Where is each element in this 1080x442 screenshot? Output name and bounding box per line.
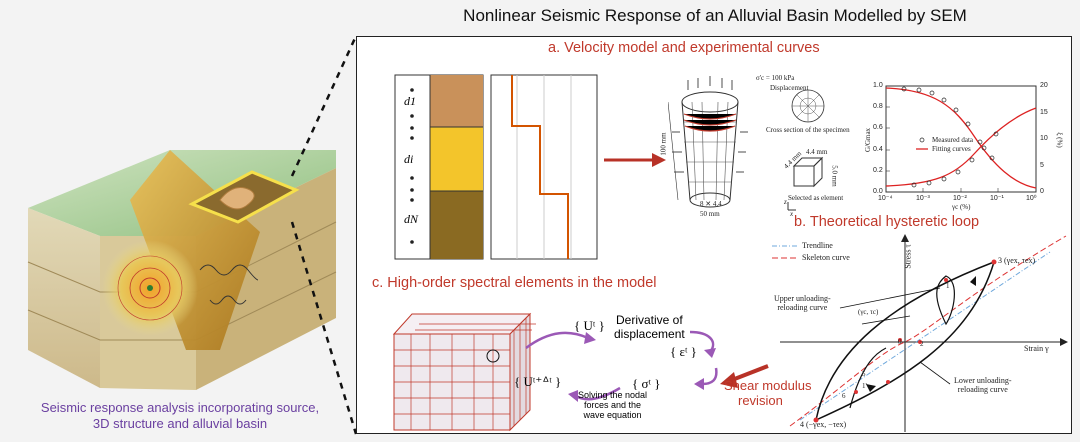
strain-axis-label: Strain γ <box>1024 344 1049 353</box>
point-3-label: 3 (γex, τex) <box>998 256 1036 265</box>
x-tick-1e0: 10⁰ <box>1026 195 1037 202</box>
point-6-label: 6 <box>842 392 846 400</box>
point-0-label: 0 <box>898 338 902 346</box>
point-1prime-label: 1' <box>862 382 867 390</box>
u-t-label: { Uᵗ } <box>574 318 605 333</box>
arrow-to-specimen <box>604 153 666 167</box>
legend-trendline: Trendline <box>802 241 833 250</box>
shear-modulus-label: Shear modulus revision <box>724 378 812 408</box>
epsilon-label: { εᵗ } <box>670 344 697 359</box>
specimen-diameter-label: 50 mm <box>700 210 720 218</box>
x-axis-label: γc (%) <box>952 203 971 211</box>
y-left-tick-1-0: 1.0 <box>873 82 883 89</box>
legend-measured: Measured data <box>932 136 974 144</box>
spectral-element-cube <box>392 312 536 432</box>
x-tick-1e-3: 10⁻³ <box>916 195 930 202</box>
panel-c-arrows <box>525 330 769 402</box>
y-left-tick-0-0: 0.0 <box>873 188 883 195</box>
specimen-height-label: 100 mm <box>659 132 668 156</box>
y-right-tick-20: 20 <box>1040 82 1048 89</box>
hysteresis-loop <box>772 234 1068 432</box>
point-4-label: 4 (−γex, −τex) <box>800 420 847 429</box>
basin-block-illustration <box>27 35 358 435</box>
axis-z-label: z <box>784 198 787 206</box>
panel-a-heading: a. Velocity model and experimental curve… <box>548 40 820 56</box>
lower-curve-label: Lower unloading- reloading curve <box>954 376 1012 394</box>
y-left-tick-0-2: 0.2 <box>873 167 883 174</box>
y-right-tick-10: 10 <box>1040 135 1048 142</box>
x-tick-1e-1: 10⁻¹ <box>990 195 1004 202</box>
point-c-label: (γc, τc) <box>858 308 879 316</box>
velocity-profile <box>490 74 598 260</box>
x-tick-1e-2: 10⁻² <box>953 195 967 202</box>
point-1-label: 1 <box>946 282 950 290</box>
layer-label-di: di <box>404 152 414 166</box>
derivative-label: Derivative of displacement <box>614 313 685 341</box>
specimen-stress-label: σ'c = 100 kPa <box>756 74 795 82</box>
x-tick-1e-4: 10⁻⁴ <box>878 195 893 202</box>
y-right-tick-0: 0 <box>1040 188 1044 195</box>
left-caption: Seismic response analysis incorporating … <box>40 400 320 431</box>
block-front-face <box>28 208 100 388</box>
stress-axis-label: Stress τ <box>903 244 913 269</box>
modulus-damping-plot <box>885 85 1037 193</box>
y-left-tick-0-6: 0.6 <box>873 124 883 131</box>
y-right-axis-label: ξ (%) <box>1055 132 1064 148</box>
specimen-diagram <box>668 76 825 211</box>
fault-cut <box>130 150 260 350</box>
cube-width-label: 4.4 mm <box>806 148 828 156</box>
legend-fitting: Fitting curves <box>932 145 971 153</box>
y-right-tick-15: 15 <box>1040 109 1048 116</box>
page-title: Nonlinear Seismic Response of an Alluvia… <box>463 6 967 25</box>
point-5-label: 5 <box>862 370 866 378</box>
cube-height-label: 5.0 mm <box>830 165 839 187</box>
u-next-label: { Uᵗ⁺ᐞᵗ } <box>514 374 562 389</box>
selected-element-label: Selected as element <box>788 194 844 202</box>
soil-column <box>394 74 484 260</box>
upper-curve-label: Upper unloading- reloading curve <box>774 294 831 312</box>
y-left-axis-label: G/Gmax <box>864 127 873 153</box>
specimen-radial-label: 8 ✕ 4.4 <box>700 200 722 208</box>
axis-x-label: x <box>790 210 794 218</box>
cross-section-label: Cross section of the specimen <box>766 126 850 134</box>
legend-skeleton: Skeleton curve <box>802 253 850 262</box>
layer-label-d1: d1 <box>404 94 416 108</box>
panel-b-heading: b. Theoretical hysteretic loop <box>794 214 980 230</box>
y-right-tick-5: 5 <box>1040 162 1044 169</box>
y-left-tick-0-8: 0.8 <box>873 103 883 110</box>
specimen-displacement-label: Displacement <box>770 84 809 92</box>
point-2-label: 2 <box>920 340 924 348</box>
layer-label-dn: dN <box>404 212 419 226</box>
y-left-tick-0-4: 0.4 <box>873 146 883 153</box>
panel-c-heading: c. High-order spectral elements in the m… <box>372 275 657 291</box>
sigma-label: { σᵗ } <box>632 376 661 391</box>
solving-label: Solving the nodal forces and the wave eq… <box>578 390 648 420</box>
